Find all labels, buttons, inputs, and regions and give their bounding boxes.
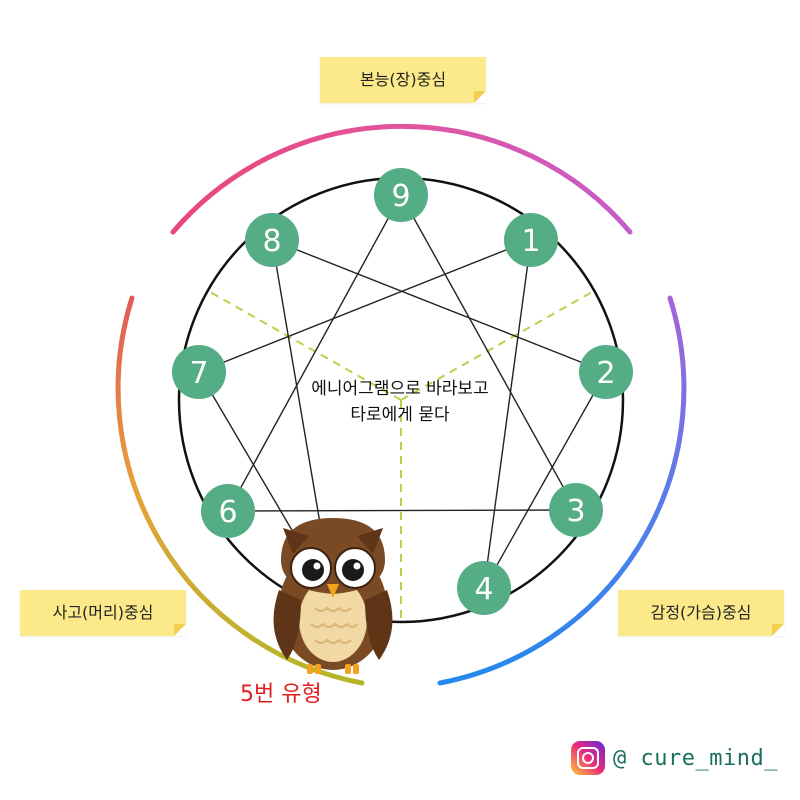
node-7: 7	[172, 345, 226, 399]
line-7-1	[198, 239, 532, 373]
node-circle	[374, 168, 428, 222]
feeling-center-arc	[437, 295, 687, 686]
line-2-8	[271, 239, 607, 373]
node-number: 3	[566, 494, 585, 529]
line-3-6	[227, 509, 577, 512]
owl-icon	[273, 518, 393, 674]
instagram-icon	[571, 741, 605, 775]
node-6: 6	[201, 484, 255, 538]
node-circle	[504, 213, 558, 267]
node-1: 1	[504, 213, 558, 267]
node-number: 8	[262, 224, 281, 259]
instagram-handle: @ cure_mind_	[613, 745, 778, 771]
node-3: 3	[549, 483, 603, 537]
instinct-center-note: 본능(장)중심	[320, 57, 486, 103]
instagram-handle-link[interactable]: @ cure_mind_	[571, 741, 778, 775]
feeling-center-note: 감정(가슴)중심	[618, 590, 784, 636]
node-circle	[172, 345, 226, 399]
node-number: 7	[189, 356, 208, 391]
line-1-4	[483, 239, 532, 589]
enneagram-lines	[198, 194, 607, 601]
node-number: 6	[218, 495, 237, 530]
node-4: 4	[457, 561, 511, 615]
center-title-line2: 타로에게 묻다	[350, 405, 450, 425]
node-8: 8	[245, 213, 299, 267]
node-number: 4	[474, 572, 493, 607]
line-4-2	[483, 371, 607, 589]
thinking-center-note: 사고(머리)중심	[20, 590, 186, 636]
node-circle	[549, 483, 603, 537]
node-circle	[579, 345, 633, 399]
instinct-center-arc	[170, 123, 633, 235]
line-6-9	[227, 194, 402, 512]
center-title-line1: 에니어그램으로 바라보고	[311, 379, 489, 399]
thinking-center-arc	[115, 295, 365, 686]
type-5-label: 5번 유형	[240, 682, 322, 707]
node-2: 2	[579, 345, 633, 399]
center-guide-lines	[209, 291, 593, 620]
node-circle	[457, 561, 511, 615]
line-9-3	[400, 194, 577, 511]
node-number: 9	[391, 179, 410, 214]
enneagram-nodes: 1 2 3 4 6 7 8 9	[172, 168, 633, 615]
node-circle	[201, 484, 255, 538]
node-circle	[245, 213, 299, 267]
node-number: 1	[521, 224, 540, 259]
node-9: 9	[374, 168, 428, 222]
node-number: 2	[596, 356, 615, 391]
